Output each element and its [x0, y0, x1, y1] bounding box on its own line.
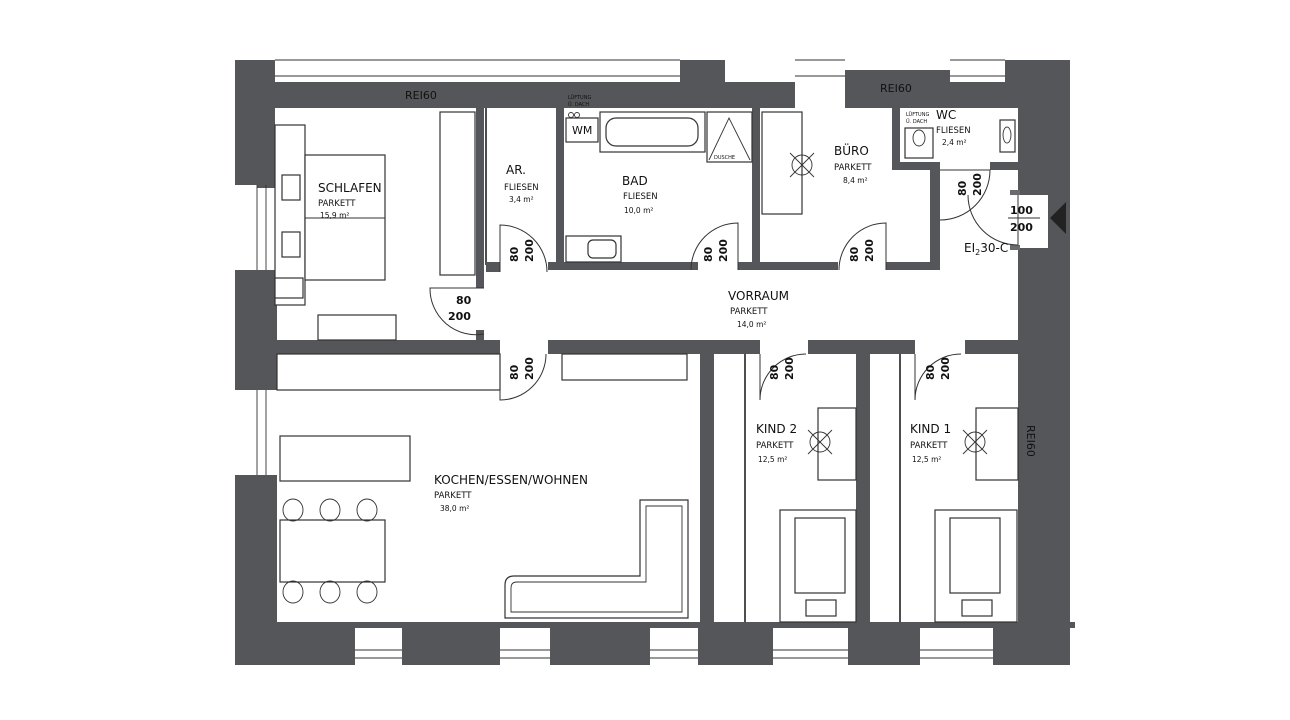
- room-kind2: KIND 2 PARKETT 12,5 m²: [756, 422, 797, 464]
- room-name: KIND 2: [756, 422, 797, 436]
- room-area: 14,0 m²: [737, 320, 766, 329]
- door-bad-width: 80: [702, 246, 715, 262]
- buero-furniture: [761, 111, 1016, 215]
- lueftung-label-bad: LÜFTUNG: [568, 94, 591, 101]
- room-name: BAD: [622, 174, 648, 188]
- room-name: WC: [936, 108, 956, 122]
- door-kochen-height: 200: [523, 357, 536, 380]
- room-vorraum: VORRAUM PARKETT 14,0 m²: [728, 289, 789, 329]
- door-buero-width: 80: [848, 246, 861, 262]
- entrance-arrow-icon: [1050, 202, 1066, 234]
- room-name: BÜRO: [834, 142, 869, 158]
- door-swings: [429, 169, 1019, 401]
- door-entrance-height: 200: [1010, 221, 1033, 234]
- room-floor: PARKETT: [434, 491, 472, 501]
- kind1-furniture: [934, 407, 1019, 623]
- door-kind1-width: 80: [924, 364, 937, 380]
- room-name: SCHLAFEN: [318, 181, 382, 195]
- room-floor: FLIESEN: [623, 192, 658, 202]
- door-schlafen-width: 80: [456, 294, 472, 307]
- room-kochen-essen-wohnen: KOCHEN/ESSEN/WOHNEN PARKETT 38,0 m²: [434, 473, 588, 513]
- door-bad-height: 200: [717, 239, 730, 262]
- door-kochen-width: 80: [508, 364, 521, 380]
- door-buero-height: 200: [863, 239, 876, 262]
- room-name: KIND 1: [910, 422, 951, 436]
- room-schlafen: SCHLAFEN PARKETT 15,9 m²: [318, 181, 382, 220]
- lueftung-label-wc: LÜFTUNG: [906, 111, 929, 118]
- door-entrance-width: 100: [1010, 204, 1033, 217]
- door-ar-width: 80: [508, 246, 521, 262]
- room-kind1: KIND 1 PARKETT 12,5 m²: [910, 422, 951, 464]
- room-floor: FLIESEN: [936, 126, 971, 136]
- door-wc-height: 200: [971, 173, 984, 196]
- room-name: AR.: [506, 163, 526, 177]
- door-ar-height: 200: [523, 239, 536, 262]
- wm-label: WM: [572, 124, 592, 137]
- door-kind2-width: 80: [768, 364, 781, 380]
- room-buero: BÜRO PARKETT 8,4 m²: [834, 142, 872, 185]
- room-floor: PARKETT: [834, 163, 872, 173]
- room-floor: FLIESEN: [504, 183, 539, 193]
- room-floor: PARKETT: [910, 441, 948, 451]
- room-area: 15,9 m²: [320, 211, 349, 220]
- room-floor: PARKETT: [730, 307, 768, 317]
- door-wc-width: 80: [956, 180, 969, 196]
- schlafen-furniture: [274, 111, 476, 341]
- room-abstellraum: AR. FLIESEN 3,4 m²: [504, 163, 539, 204]
- door-dimensions: 80 200 80 200 80 200 80 200 80 200 80 20…: [448, 173, 1066, 380]
- room-name: VORRAUM: [728, 289, 789, 303]
- kind2-furniture: [779, 407, 857, 623]
- room-area: 38,0 m²: [440, 504, 469, 513]
- room-name: KOCHEN/ESSEN/WOHNEN: [434, 473, 588, 487]
- room-floor: PARKETT: [756, 441, 794, 451]
- kochen-furniture: [276, 353, 689, 619]
- room-floor: PARKETT: [318, 199, 356, 209]
- bad-furniture: [565, 111, 753, 263]
- room-area: 12,5 m²: [758, 455, 787, 464]
- wall-rating-top-right: REI60: [880, 82, 912, 95]
- room-area: 3,4 m²: [509, 195, 534, 204]
- ueber-dach-label-bad: Ü. DACH: [568, 101, 589, 108]
- room-area: 8,4 m²: [843, 176, 868, 185]
- room-area: 10,0 m²: [624, 206, 653, 215]
- wall-rating-top-left: REI60: [405, 89, 437, 102]
- room-bad: BAD FLIESEN 10,0 m²: [622, 174, 658, 215]
- door-schlafen-height: 200: [448, 310, 471, 323]
- ueber-dach-label-wc: Ü. DACH: [906, 118, 927, 125]
- door-kind2-height: 200: [783, 357, 796, 380]
- wall-rating-right: REI60: [1024, 425, 1037, 457]
- room-wc: WC FLIESEN 2,4 m²: [936, 108, 971, 147]
- interior-walls: [275, 108, 1020, 622]
- outer-walls: [235, 59, 1075, 665]
- buero-chair: [789, 152, 815, 178]
- door-kind1-height: 200: [939, 357, 952, 380]
- entrance-door-rating: EI230-C: [964, 241, 1008, 257]
- room-area: 2,4 m²: [942, 138, 967, 147]
- dusche-label: DUSCHE: [714, 155, 735, 161]
- room-area: 12,5 m²: [912, 455, 941, 464]
